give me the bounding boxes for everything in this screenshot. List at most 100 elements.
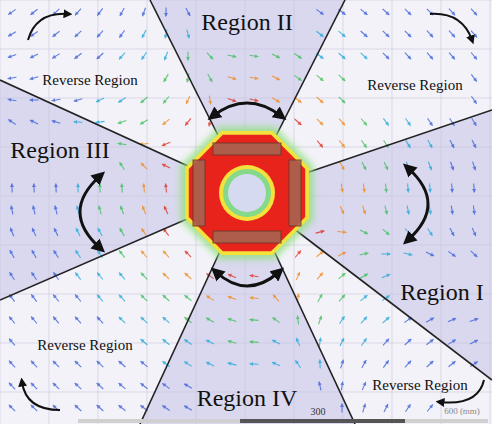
field-vector (318, 294, 322, 302)
vector-head (298, 77, 302, 81)
vector-head (473, 11, 477, 15)
field-vector (142, 228, 147, 235)
vector-shaft (296, 338, 300, 346)
vector-head (141, 361, 145, 365)
vector-head (54, 228, 58, 232)
vector-shaft (31, 317, 37, 324)
vector-head (452, 340, 456, 344)
field-vector (427, 405, 433, 412)
vector-head (319, 99, 323, 103)
vector-shaft (163, 295, 170, 301)
vector-shaft (162, 406, 169, 411)
vector-shaft (74, 99, 83, 102)
vector-shaft (163, 119, 170, 125)
field-vector (119, 30, 124, 37)
vector-head (8, 33, 12, 37)
vector-shaft (294, 75, 301, 80)
vector-head (363, 317, 367, 321)
vector-head (8, 55, 12, 59)
vector-shaft (141, 295, 147, 301)
vector-shaft (186, 8, 190, 16)
vector-head (272, 340, 276, 344)
vector-shaft (9, 339, 15, 346)
vector-head (140, 405, 144, 409)
scale-bar-fill (240, 419, 405, 423)
field-vector (76, 250, 81, 258)
vector-shaft (76, 250, 81, 258)
field-vector (97, 361, 104, 367)
field-vector (228, 54, 237, 58)
vector-head (228, 296, 232, 300)
vector-head (276, 55, 280, 59)
field-vector (119, 383, 126, 389)
vector-shaft (119, 295, 125, 302)
vector-shaft (361, 295, 368, 301)
field-vector (31, 361, 37, 368)
vector-head (185, 122, 189, 126)
vector-head (141, 99, 145, 103)
vector-shaft (99, 206, 102, 215)
vector-head (32, 206, 36, 210)
vector-head (119, 405, 123, 409)
vector-head (341, 338, 345, 342)
vector-head (250, 318, 254, 322)
vector-head (429, 405, 433, 409)
vector-head (429, 144, 433, 148)
vector-shaft (97, 317, 103, 324)
vector-shaft (54, 250, 59, 258)
vector-head (75, 11, 79, 15)
vector-shaft (361, 31, 368, 37)
field-vector (163, 339, 170, 345)
vector-head (363, 166, 367, 170)
vector-head (75, 317, 79, 321)
vector-head (31, 405, 35, 409)
field-vector (30, 76, 39, 80)
vector-shaft (76, 228, 80, 236)
vector-shaft (8, 32, 16, 36)
vector-head (97, 55, 101, 59)
vector-head (164, 206, 168, 210)
vector-shaft (8, 9, 15, 14)
vector-shaft (449, 53, 455, 60)
vector-shaft (97, 295, 103, 302)
vector-head (342, 273, 346, 277)
vector-head (407, 404, 411, 408)
vector-head (184, 362, 188, 366)
vector-head (296, 338, 300, 342)
vector-head (341, 55, 345, 59)
field-vector (272, 340, 280, 344)
vector-shaft (8, 54, 16, 57)
vector-head (385, 166, 389, 170)
field-vector (272, 76, 280, 80)
vector-shaft (208, 74, 212, 82)
field-vector (472, 206, 476, 215)
coil-bars (193, 143, 301, 243)
vector-head (9, 339, 13, 343)
vector-head (364, 231, 368, 235)
vector-head (53, 295, 57, 299)
vector-head (429, 232, 433, 236)
vector-head (164, 13, 168, 17)
vector-head (409, 252, 413, 256)
field-vector (427, 361, 434, 367)
field-vector (30, 98, 39, 102)
grid-line (0, 0, 492, 1)
field-vector (338, 252, 346, 256)
vector-head (184, 340, 188, 344)
vector-shaft (405, 361, 411, 368)
vector-head (228, 318, 232, 322)
vector-shaft (471, 74, 476, 81)
vector-shaft (10, 250, 14, 258)
field-vector (207, 53, 213, 60)
field-vector (361, 31, 368, 37)
field-vector (74, 53, 81, 58)
vector-shaft (340, 338, 344, 346)
vector-shaft (75, 361, 81, 367)
grid-line (49, 0, 50, 424)
field-vector (405, 31, 411, 37)
field-vector (272, 54, 280, 58)
vector-head (407, 122, 411, 126)
vector-shaft (97, 273, 103, 280)
